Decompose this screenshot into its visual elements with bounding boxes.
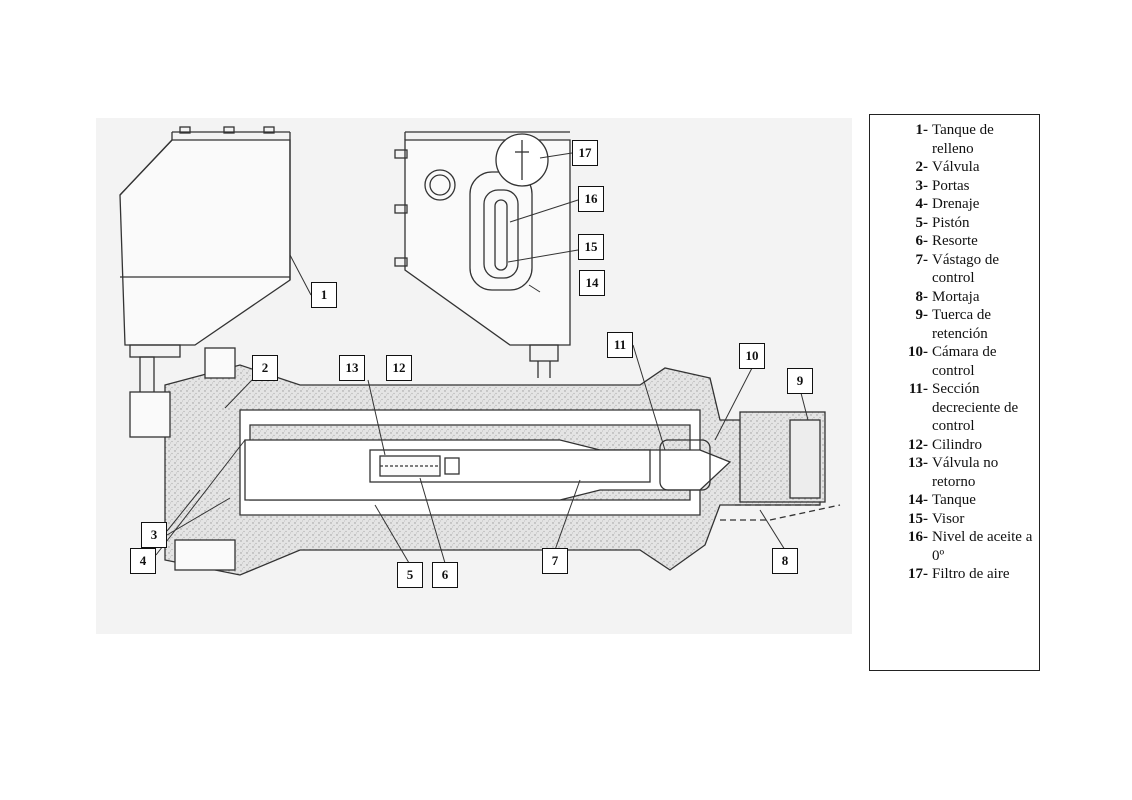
- callout-2: 2: [252, 355, 278, 381]
- legend-number: 11-: [908, 381, 928, 397]
- legend-label: Drenaje: [932, 196, 980, 212]
- callout-11: 11: [607, 332, 633, 358]
- leader-lines: [155, 152, 809, 564]
- legend-item-11: 11-Sección decreciente de control: [870, 380, 1035, 436]
- legend-label: Filtro de aire: [932, 566, 1010, 582]
- callout-7: 7: [542, 548, 568, 574]
- callout-3: 3: [141, 522, 167, 548]
- recoil-cylinder: [129, 347, 841, 576]
- legend-item-1: 1-Tanque de relleno: [870, 121, 1035, 158]
- legend-item-9: 9-Tuerca de retención: [870, 306, 1035, 343]
- legend-label: Visor: [932, 510, 965, 527]
- callout-5: 5: [397, 562, 423, 588]
- legend-number: 5-: [915, 214, 929, 231]
- callout-15: 15: [578, 234, 604, 260]
- legend-item-2: 2-Válvula: [870, 158, 1035, 177]
- legend-item-14: 14-Tanque: [870, 491, 1035, 510]
- legend-number: 6-: [915, 233, 929, 249]
- legend-label: Tuerca de retención: [932, 307, 992, 342]
- legend-item-15: 15-Visor: [870, 510, 1035, 529]
- legend-label: Sección decreciente de control: [932, 381, 1019, 434]
- callout-1: 1: [311, 282, 337, 308]
- legend-number: 4-: [915, 196, 929, 212]
- legend-number: 3-: [915, 177, 929, 194]
- refill-tank: [119, 126, 291, 408]
- callout-9: 9: [787, 368, 813, 394]
- callout-6: 6: [432, 562, 458, 588]
- legend-number: 15-: [908, 510, 928, 527]
- legend-number: 8-: [915, 288, 929, 305]
- oil-tank: [394, 131, 571, 378]
- callout-10: 10: [739, 343, 765, 369]
- callout-16: 16: [578, 186, 604, 212]
- legend-item-8: 8-Mortaja: [870, 288, 1035, 307]
- callout-8: 8: [772, 548, 798, 574]
- legend-number: 7-: [915, 251, 929, 268]
- legend-number: 2-: [915, 159, 929, 175]
- legend-item-6: 6-Resorte: [870, 232, 1035, 251]
- legend-label: Portas: [932, 177, 970, 194]
- legend-item-4: 4-Drenaje: [870, 195, 1035, 214]
- legend-label: Nivel de aceite a 0º: [932, 529, 1033, 564]
- legend-number: 13-: [908, 455, 928, 471]
- legend-item-16: 16-Nivel de aceite a 0º: [870, 528, 1035, 565]
- legend-number: 16-: [908, 529, 928, 545]
- legend-item-13: 13-Válvula no retorno: [870, 454, 1035, 491]
- callout-17: 17: [572, 140, 598, 166]
- legend-item-7: 7-Vástago de control: [870, 251, 1035, 288]
- legend-label: Resorte: [932, 233, 978, 249]
- legend-label: Válvula: [932, 159, 980, 175]
- legend-number: 12-: [908, 436, 928, 453]
- legend-item-10: 10-Cámara de control: [870, 343, 1035, 380]
- legend-item-5: 5-Pistón: [870, 214, 1035, 233]
- callout-4: 4: [130, 548, 156, 574]
- legend-label: Cámara de control: [932, 344, 997, 379]
- callout-14: 14: [579, 270, 605, 296]
- legend-label: Tanque de relleno: [932, 122, 994, 157]
- legend-number: 1-: [915, 122, 929, 138]
- legend-label: Mortaja: [932, 288, 980, 305]
- legend-number: 17-: [908, 566, 928, 582]
- legend-label: Pistón: [932, 214, 970, 231]
- legend-item-3: 3-Portas: [870, 177, 1035, 196]
- legend-number: 9-: [915, 307, 929, 323]
- legend-label: Válvula no retorno: [932, 455, 999, 490]
- legend-label: Tanque: [932, 492, 976, 508]
- legend-label: Vástago de control: [932, 251, 1000, 287]
- legend-number: 10-: [908, 344, 928, 360]
- legend-number: 14-: [908, 492, 928, 508]
- parts-legend: 1-Tanque de relleno 2-Válvula 3-Portas 4…: [869, 114, 1040, 671]
- legend-item-12: 12-Cilindro: [870, 436, 1035, 455]
- callout-12: 12: [386, 355, 412, 381]
- legend-label: Cilindro: [932, 436, 983, 453]
- callout-13: 13: [339, 355, 365, 381]
- legend-item-17: 17-Filtro de aire: [870, 565, 1035, 584]
